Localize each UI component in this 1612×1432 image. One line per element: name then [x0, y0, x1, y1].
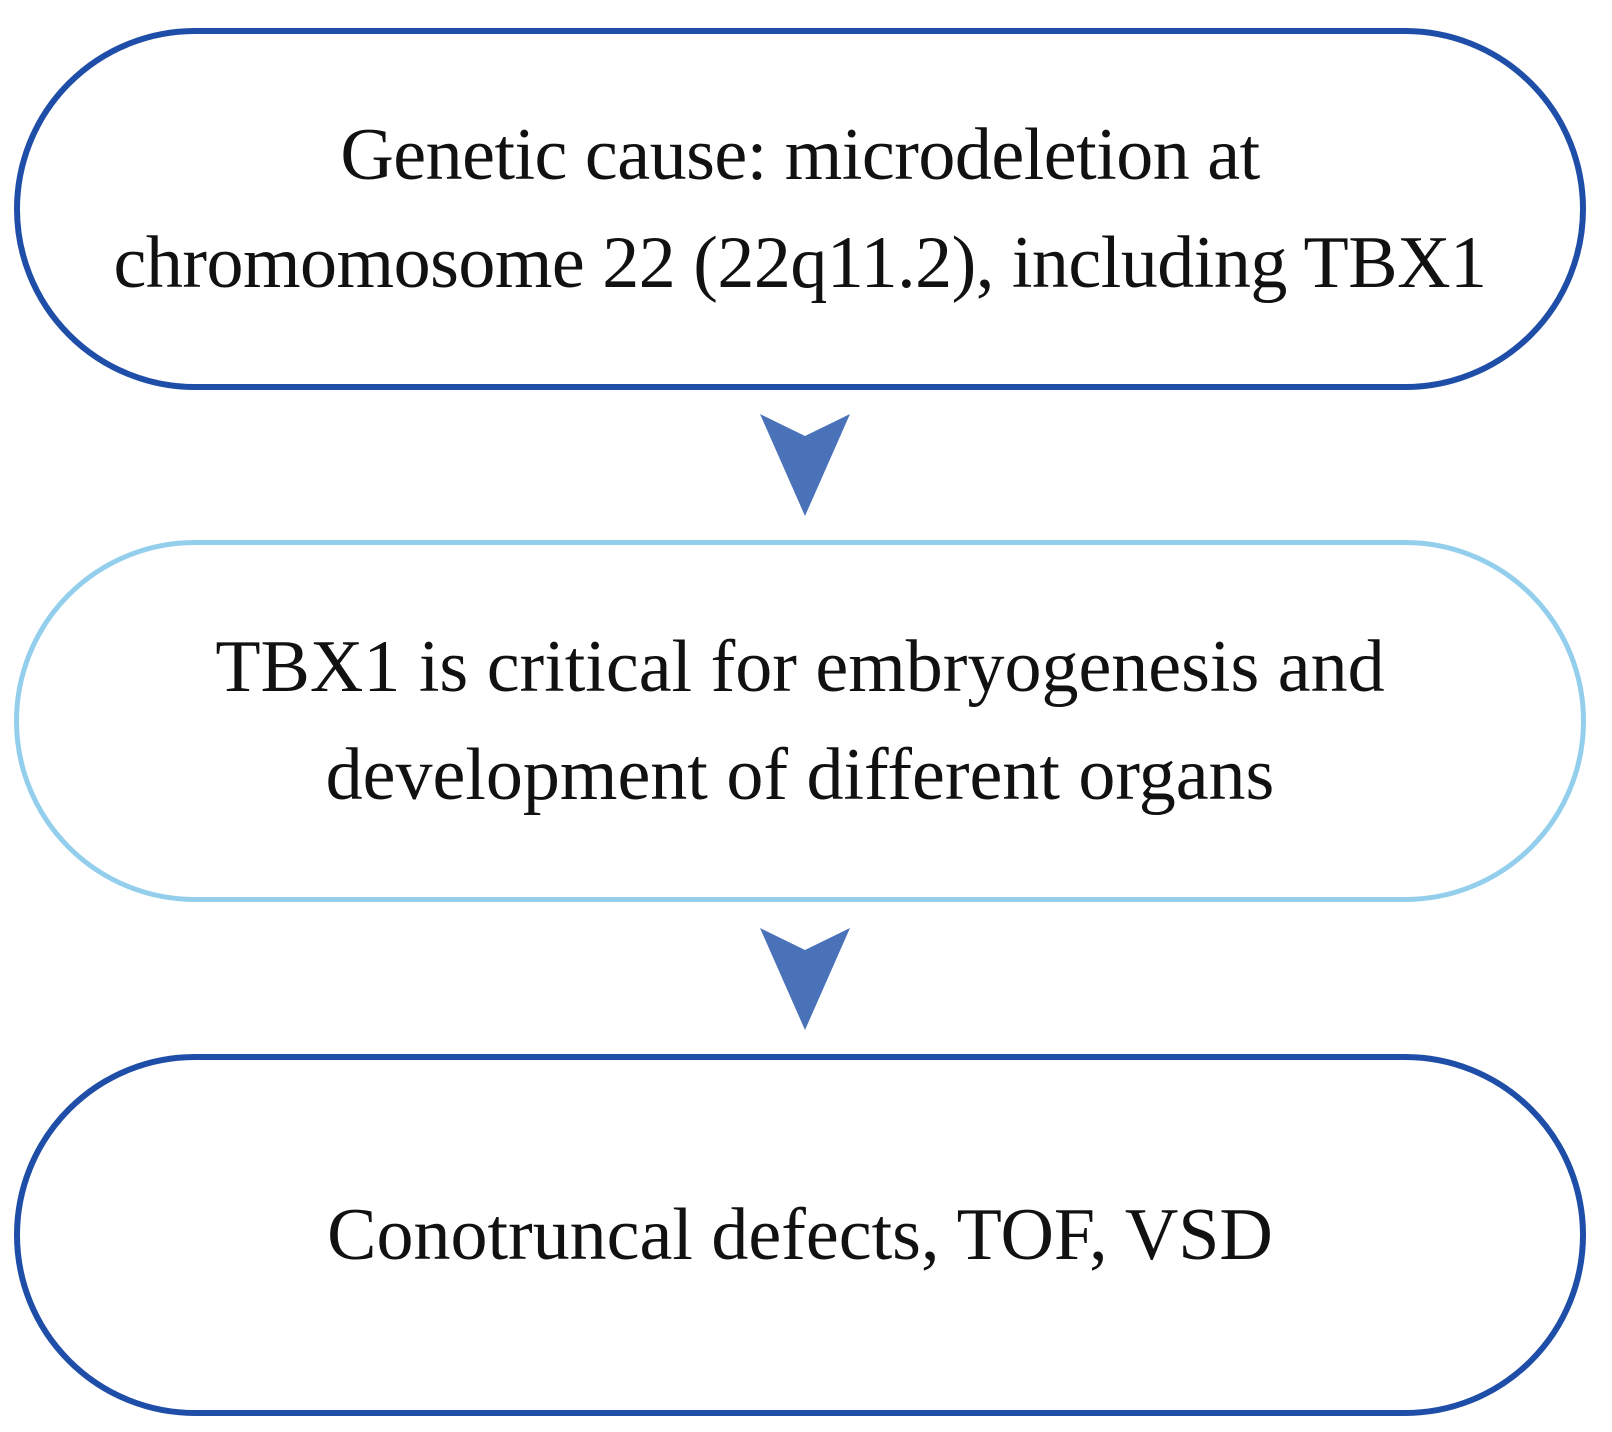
tbx1-role-line-1: TBX1 is critical for embryogenesis and [215, 626, 1385, 708]
defects-line-1: Conotruncal defects, TOF, VSD [327, 1194, 1273, 1276]
down-arrow-icon [760, 414, 850, 516]
genetic-cause-line-1: Genetic cause: microdeletion at [340, 114, 1260, 196]
down-arrow-icon [760, 928, 850, 1030]
genetic-cause-line-2: chromomosome 22 (22q11.2), including TBX… [113, 222, 1487, 304]
down-arrow-head [760, 414, 850, 516]
tbx1-role-node: TBX1 is critical for embryogenesis and d… [14, 540, 1586, 902]
tbx1-role-line-2: development of different organs [325, 734, 1275, 816]
down-arrow-head [760, 928, 850, 1030]
genetic-cause-node: Genetic cause: microdeletion at chromomo… [14, 28, 1586, 390]
defects-node: Conotruncal defects, TOF, VSD [14, 1054, 1586, 1416]
